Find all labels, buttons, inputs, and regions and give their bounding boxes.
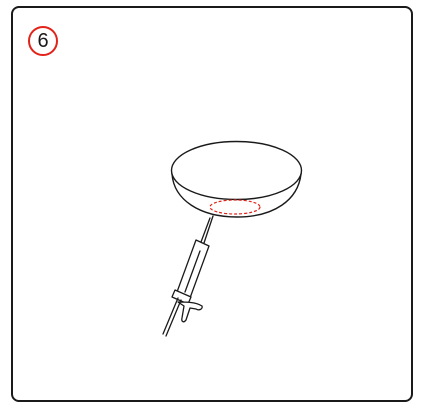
bowl-icon — [170, 140, 303, 218]
adhesive-target-area — [209, 199, 261, 215]
step-number-badge: 6 — [28, 26, 58, 56]
caulk-gun-icon — [162, 215, 214, 337]
step-number: 6 — [37, 30, 49, 52]
